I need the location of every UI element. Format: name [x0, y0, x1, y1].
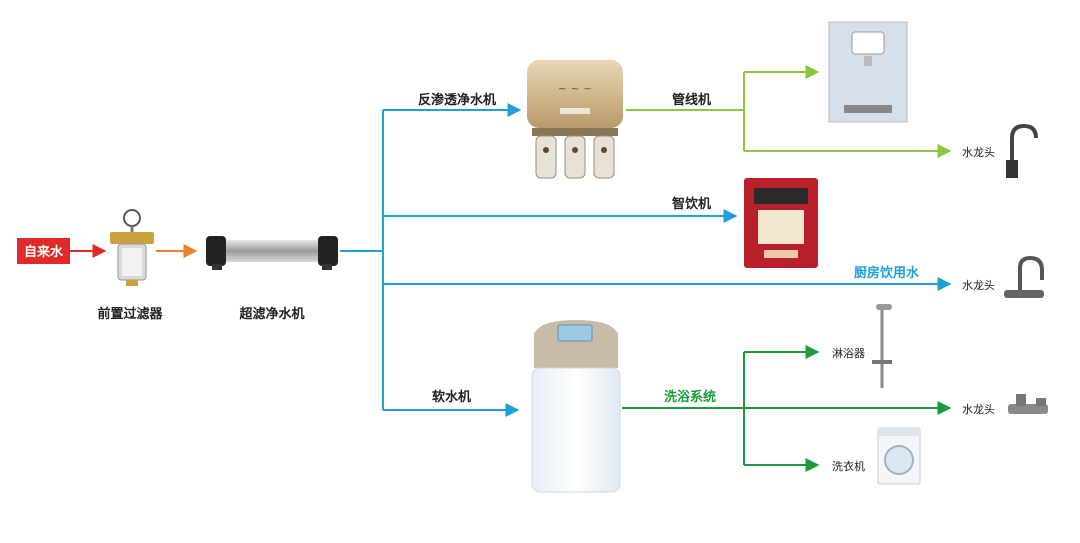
faucet-3-icon — [1008, 394, 1048, 414]
pipeline-unit-label: 管线机 — [672, 92, 711, 108]
smart-dispenser-icon — [744, 178, 818, 268]
source-label: 自来水 — [24, 244, 64, 260]
smart-dispenser-label: 智饮机 — [672, 196, 711, 212]
faucet-1-label: 水龙头 — [962, 146, 995, 159]
pipeline-unit-icon — [828, 21, 908, 123]
source-badge: 自来水 — [17, 238, 70, 264]
faucet-2-label: 水龙头 — [962, 279, 995, 292]
faucet-1-icon — [1006, 123, 1038, 178]
uf-purifier-label: 超滤净水机 — [239, 306, 304, 322]
softener-label: 软水机 — [432, 389, 471, 405]
svg-text:~ ~ ~: ~ ~ ~ — [558, 82, 593, 95]
bath-system-label: 洗浴系统 — [664, 389, 716, 405]
faucet-2-icon — [1004, 255, 1044, 298]
washer-label: 洗衣机 — [832, 459, 865, 473]
uf-purifier-icon — [206, 236, 338, 270]
ro-purifier-label: 反渗透净水机 — [418, 92, 496, 108]
pre-filter-label: 前置过滤器 — [97, 306, 163, 322]
washer-icon — [877, 427, 921, 485]
softener-icon — [531, 320, 621, 493]
pre-filter-icon — [110, 209, 154, 286]
shower-label: 淋浴器 — [832, 347, 865, 360]
ro-purifier-icon: ~ ~ ~ — [527, 60, 623, 179]
faucet-3-label: 水龙头 — [962, 403, 995, 416]
shower-icon — [872, 304, 892, 388]
kitchen-water-label: 厨房饮用水 — [854, 265, 920, 281]
